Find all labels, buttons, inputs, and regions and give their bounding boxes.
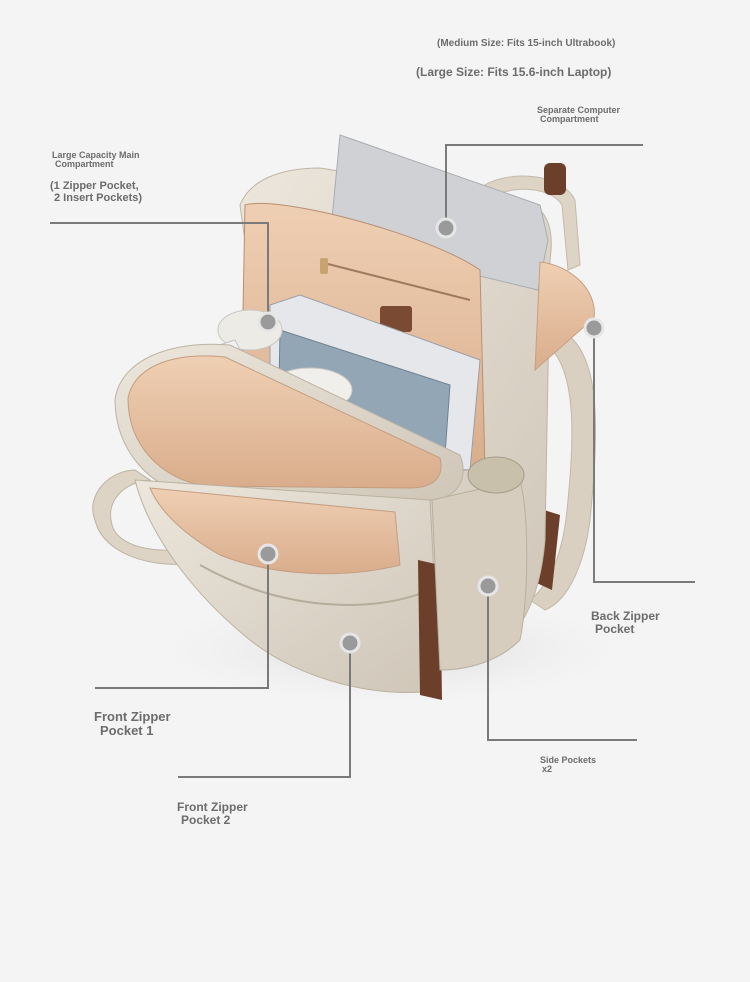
label-large-size: (Large Size: Fits 15.6-inch Laptop) (416, 66, 611, 79)
label-back-zipper-line2: Pocket (595, 621, 635, 636)
inner-zipper (319, 261, 471, 301)
shoulder-strap (529, 329, 597, 611)
label-front-zipper-2: Front Zipper Pocket 2 (177, 801, 248, 826)
label-separate-computer: Separate Computer Compartment (537, 105, 621, 125)
label-front-zipper-1-line2: Pocket 1 (100, 722, 154, 738)
label-back-zipper-line1: Back Zipper (591, 609, 660, 623)
label-large-size-text: (Large Size: Fits 15.6-inch Laptop) (416, 65, 612, 79)
dot-front-zipper-1 (257, 543, 279, 565)
label-main-compartment: Large Capacity Main Compartment (52, 150, 140, 170)
front-flap-lining (127, 355, 442, 489)
label-main-pockets: (1 Zipper Pocket, 2 Insert Pockets) (50, 180, 143, 204)
lining-tab (380, 306, 412, 332)
top-handle (477, 175, 581, 271)
label-main-pockets-line1: (1 Zipper Pocket, (50, 180, 139, 192)
bottle (467, 456, 525, 494)
callout-main-compartment (50, 222, 269, 320)
label-main-compartment-line1: Large Capacity Main (52, 150, 140, 160)
label-main-pockets-line2: 2 Insert Pockets) (54, 191, 143, 204)
handle-leather-tab (544, 163, 566, 195)
label-main-compartment-line2: Compartment (55, 159, 114, 170)
callout-dots (257, 217, 605, 654)
zipper-pull (320, 258, 328, 274)
front-pocket-seam (199, 564, 431, 606)
callout-front-zipper-1 (95, 555, 269, 689)
callout-side-pockets (487, 587, 637, 741)
label-front-zipper-2-line2: Pocket 2 (181, 812, 231, 827)
callout-lines (50, 144, 695, 778)
callout-front-zipper-2 (178, 644, 351, 778)
label-front-zipper-1-line1: Front Zipper (94, 709, 171, 724)
dot-separate-computer (435, 217, 457, 239)
callout-separate-computer (445, 144, 643, 227)
label-side-pockets: Side Pockets x2 (540, 755, 597, 775)
label-front-zipper-1: Front Zipper Pocket 1 (94, 710, 171, 737)
label-medium-size-text: (Medium Size: Fits 15-inch Ultrabook) (437, 38, 616, 49)
front-pocket-lining (149, 487, 401, 575)
dot-side-pockets (477, 575, 499, 597)
label-medium-size: (Medium Size: Fits 15-inch Ultrabook) (437, 38, 616, 50)
label-back-zipper: Back Zipper Pocket (591, 610, 660, 635)
dot-back-zipper (583, 317, 605, 339)
label-separate-computer-line1: Separate Computer (537, 105, 621, 115)
side-pocket (431, 479, 528, 671)
dot-front-zipper-2 (339, 632, 361, 654)
label-front-zipper-2-line1: Front Zipper (177, 800, 248, 814)
front-handle (92, 469, 251, 565)
label-separate-computer-line2: Compartment (540, 114, 599, 125)
label-side-pockets-line2: x2 (542, 764, 553, 775)
callout-back-zipper (593, 328, 695, 583)
label-side-pockets-line1: Side Pockets (540, 755, 597, 765)
dot-main-compartment (257, 311, 279, 333)
